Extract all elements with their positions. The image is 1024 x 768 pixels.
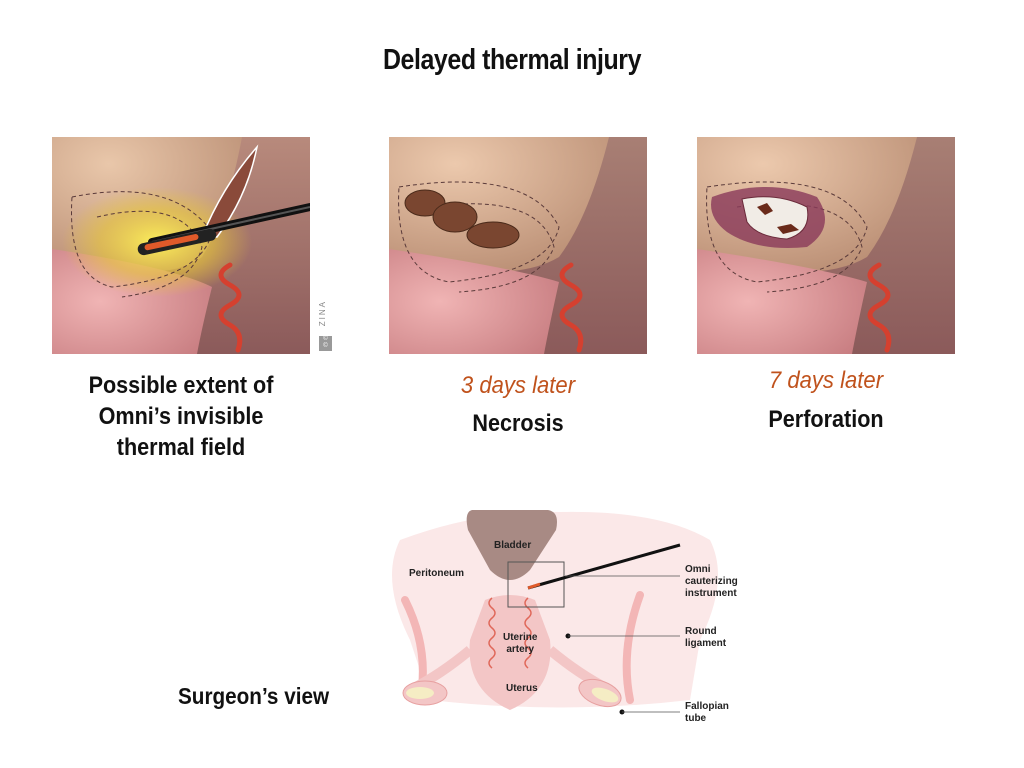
artist-stamp-icon: ©© [319,336,332,351]
label-peritoneum: Peritoneum [409,568,465,579]
caption-line: Possible extent of [88,372,274,399]
caption-line: Necrosis [472,410,564,437]
omni-instrument [527,543,681,590]
surgeons-view-label: Surgeon’s view [178,683,330,709]
time-label-3-days: 3 days later [460,372,576,399]
page-title: Delayed thermal injury [382,44,642,76]
caption-necrosis: Necrosis [402,408,634,439]
label-fallopian-tube: Fallopian tube [685,701,729,724]
detail-box [507,561,565,608]
perforation-illustration [697,137,955,354]
caption-perforation: Perforation [710,404,942,435]
artist-signature: ZINA [318,300,327,327]
label-omni-instrument: Omni cauterizing instrument [685,564,738,599]
caption-line: thermal field [116,434,246,461]
peritoneum-shape [392,511,718,708]
label-bladder: Bladder [494,540,532,551]
caption-line: Omni’s invisible [98,403,264,430]
right-uterine-artery [524,597,532,669]
label-round-ligament: Round ligament [685,626,727,649]
caption-thermal-field: Possible extent of Omni’s invisible ther… [65,370,297,463]
necrosis-illustration [389,137,647,354]
time-label-7-days: 7 days later [768,367,884,394]
right-round-ligament [622,591,644,704]
label-uterus: Uterus [506,683,538,694]
left-uterine-artery [488,597,496,669]
caption-line: Perforation [768,406,884,433]
surgeons-view-diagram [392,510,718,715]
thermal-field-illustration [52,137,310,354]
label-uterine-artery: Uterine artery [503,632,538,655]
